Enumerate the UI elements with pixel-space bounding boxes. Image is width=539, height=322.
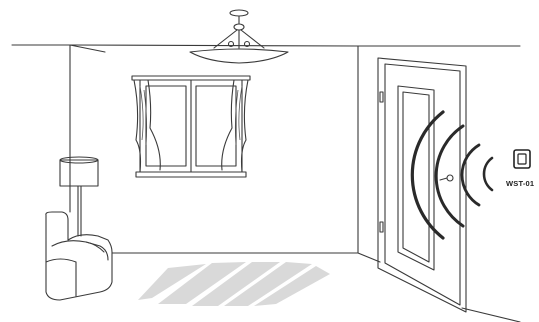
armchair-icon: [46, 212, 112, 300]
door-icon: [378, 58, 466, 312]
wall-sensor-icon: [514, 150, 530, 168]
sensor-label: WST-01: [506, 179, 534, 188]
window-icon: [132, 76, 250, 177]
floor-lamp-icon: [60, 157, 98, 236]
rug-icon: [138, 262, 330, 306]
ceiling-light-icon: [190, 10, 288, 63]
signal-waves-icon: [412, 112, 492, 238]
